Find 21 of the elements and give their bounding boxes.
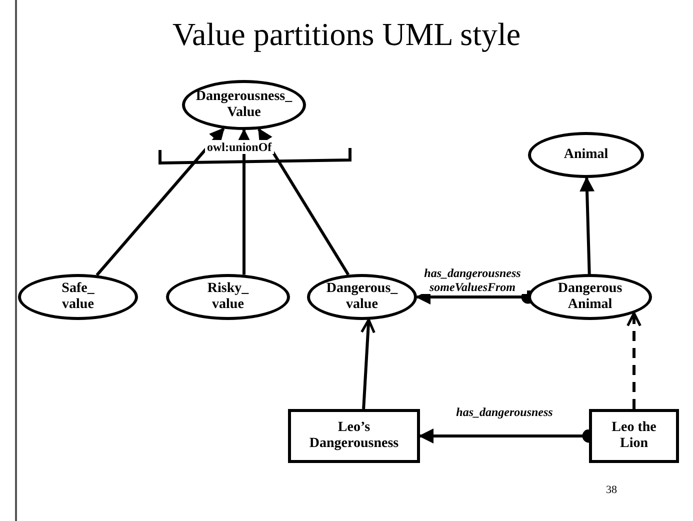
instance-box xyxy=(589,409,679,463)
page-number: 38 xyxy=(606,484,617,497)
arrow xyxy=(580,176,595,274)
node-label: Safe_ value xyxy=(60,281,96,313)
arrow xyxy=(360,318,376,410)
class-ellipse xyxy=(18,274,138,320)
arrow xyxy=(236,128,252,275)
arrow xyxy=(626,312,642,409)
node-label: Dangerous_ value xyxy=(325,281,399,313)
edge-label: has_dangerousness someValuesFrom xyxy=(418,266,526,294)
node-label: Animal xyxy=(564,147,608,163)
arrow xyxy=(96,127,225,276)
node-label: Leo’s Dangerousness xyxy=(308,420,400,452)
node-label: Risky_ value xyxy=(206,281,250,313)
arrow xyxy=(258,128,350,276)
node-label: Dangerousness_ Value xyxy=(194,89,294,121)
union-label: owl:unionOf xyxy=(205,140,274,154)
node-label: Leo the Lion xyxy=(610,420,658,452)
title: Value partitions UML style xyxy=(171,15,522,54)
node-label: Dangerous Animal xyxy=(556,281,624,313)
instance-box xyxy=(288,409,420,463)
